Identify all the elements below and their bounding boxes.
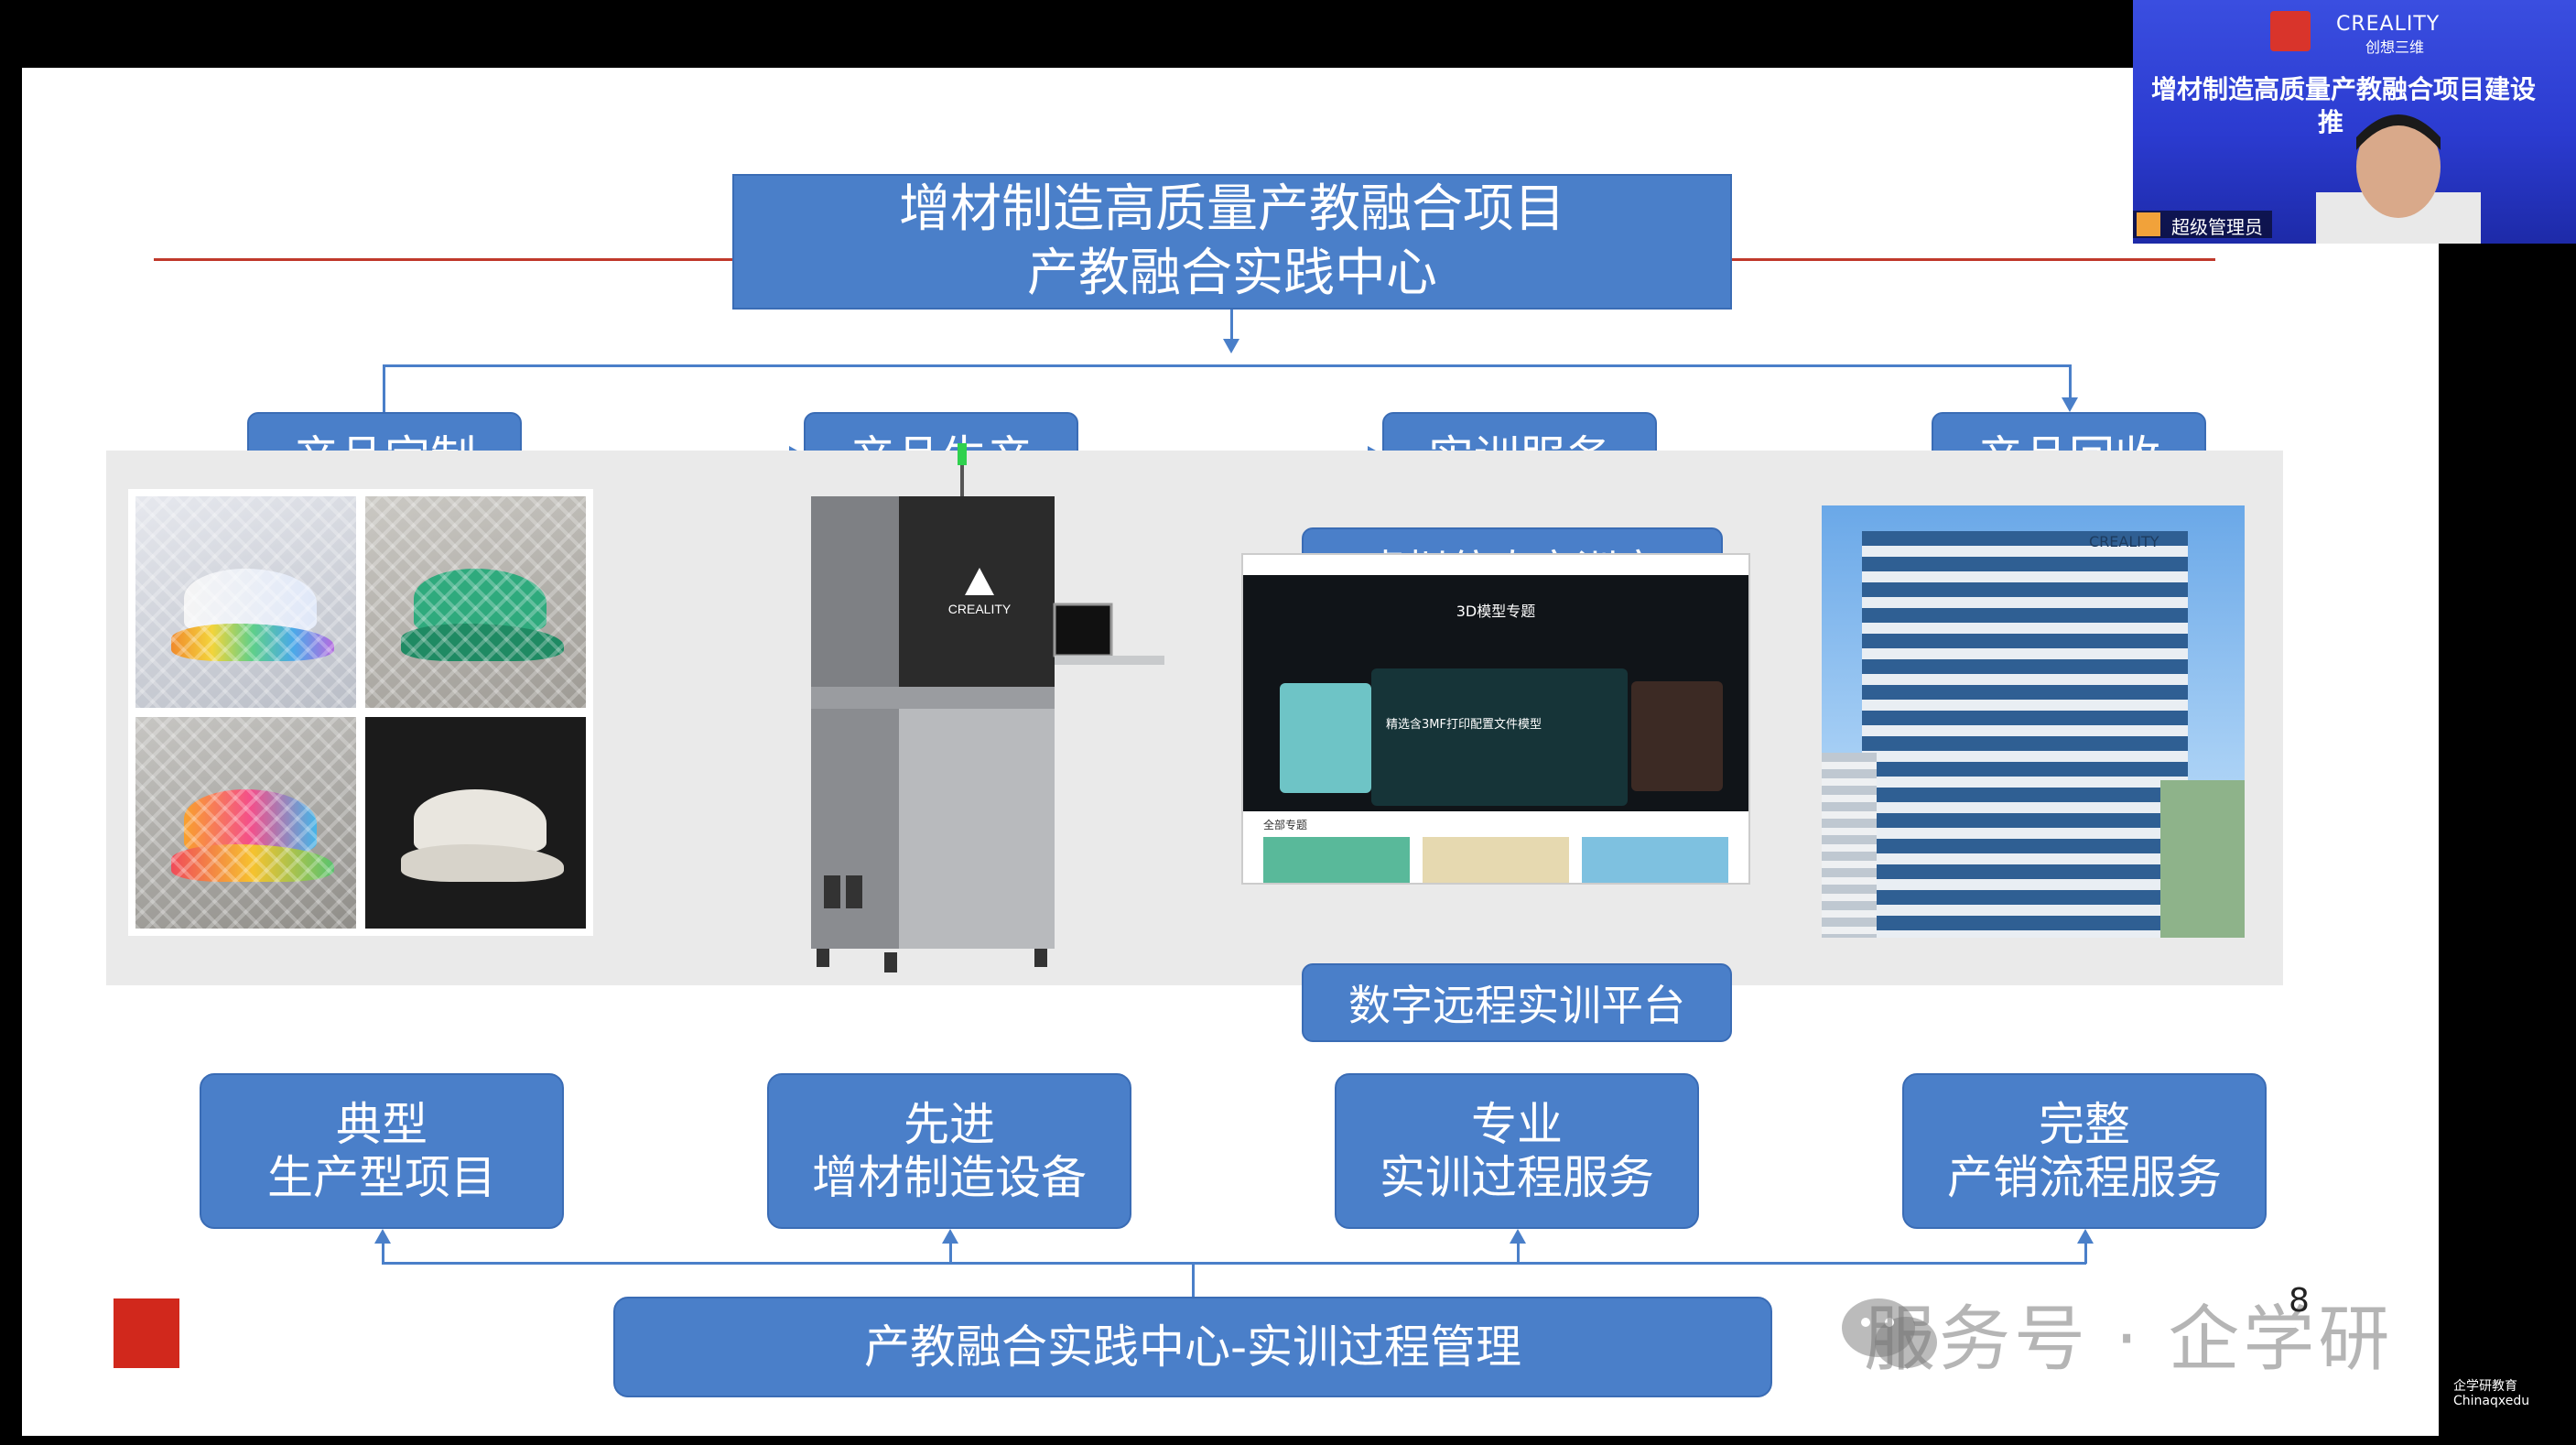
header-rule-left xyxy=(154,258,758,261)
connector-stage1-up xyxy=(383,364,385,412)
watermark-text: 服务号 · 企学研 xyxy=(1864,1298,2394,1381)
model-platform-screenshot: 3D模型专题 精选含3MF打印配置文件模型 全部专题 xyxy=(1241,553,1750,885)
feature-line1: 完整 xyxy=(2039,1098,2130,1151)
training-management-text: 产教融合实践中心-实训过程管理 xyxy=(863,1320,1522,1374)
presenter-avatar xyxy=(2316,114,2481,244)
arrow-down-stage4 xyxy=(2062,397,2078,412)
arrow-up-feature4 xyxy=(2077,1229,2094,1244)
video-title-line2: 推 xyxy=(2318,107,2344,137)
machine-brand-text: CREALITY xyxy=(948,602,1012,616)
connector-feature2 xyxy=(949,1242,952,1264)
slide-title-line2: 产教融合实践中心 xyxy=(1027,244,1437,303)
shoe-white xyxy=(365,717,586,929)
connector-bottom-center xyxy=(1192,1262,1195,1298)
feature-line1: 先进 xyxy=(904,1098,995,1151)
wechat-icon xyxy=(1842,1298,1937,1368)
feature-line2: 增材制造设备 xyxy=(812,1151,1087,1204)
shoe-rainbow xyxy=(135,496,356,708)
feature-line2: 生产型项目 xyxy=(267,1151,496,1204)
video-brand: CREALITY xyxy=(2336,13,2441,36)
connector-bottom-bus xyxy=(382,1262,2086,1265)
arrow-up-feature1 xyxy=(374,1229,391,1244)
remote-training-platform-label: 数字远程实训平台 xyxy=(1302,963,1732,1042)
connector-header-down xyxy=(1230,310,1233,341)
brand-logo-icon xyxy=(2270,11,2311,51)
feature-line2: 产销流程服务 xyxy=(1947,1151,2222,1204)
connector-feature3 xyxy=(1517,1242,1520,1264)
connector-stage-bus xyxy=(383,364,2071,367)
all-topics: 全部专题 xyxy=(1263,819,1308,831)
printed-shoes-image xyxy=(128,489,593,936)
connector-stage4-down xyxy=(2069,364,2072,399)
header-rule-right xyxy=(1730,258,2215,261)
feature-typical-projects: 典型 生产型项目 xyxy=(200,1073,564,1229)
feature-advanced-equipment: 先进 增材制造设备 xyxy=(767,1073,1131,1229)
presenter-video-overlay[interactable]: CREALITY 创想三维 增材制造高质量产教融合项目建设 推 超级管理员 xyxy=(2133,0,2576,244)
company-building-image: CREALITY xyxy=(1822,505,2245,938)
feature-professional-training: 专业 实训过程服务 xyxy=(1335,1073,1699,1229)
video-title: 增材制造高质量产教融合项目建设 xyxy=(2151,74,2537,104)
banner-text: 精选含3MF打印配置文件模型 xyxy=(1386,718,1542,732)
video-brand-sub: 创想三维 xyxy=(2365,38,2425,56)
training-management-bar: 产教融合实践中心-实训过程管理 xyxy=(613,1297,1772,1397)
building-brand-text: CREALITY xyxy=(2089,533,2159,550)
corner-logo-line1: 企学研教育 xyxy=(2453,1379,2517,1394)
topic-title: 3D模型专题 xyxy=(1456,603,1536,620)
slide-title-line1: 增材制造高质量产教融合项目 xyxy=(899,179,1565,239)
corner-logo: 企学研教育 Chinaqxedu xyxy=(2453,1379,2529,1408)
page-number: 8 xyxy=(2289,1282,2310,1320)
3d-printer-machine-image: CREALITY xyxy=(811,443,1164,972)
slide-title: 增材制造高质量产教融合项目 产教融合实践中心 xyxy=(732,174,1732,310)
feature-line1: 专业 xyxy=(1471,1098,1563,1151)
arrow-up-feature2 xyxy=(942,1229,958,1244)
feature-complete-sales-service: 完整 产销流程服务 xyxy=(1902,1073,2267,1229)
feature-line2: 实训过程服务 xyxy=(1380,1151,1654,1204)
connector-feature1 xyxy=(382,1242,384,1264)
arrow-up-feature3 xyxy=(1510,1229,1526,1244)
feature-line1: 典型 xyxy=(336,1098,428,1151)
corner-logo-line2: Chinaqxedu xyxy=(2453,1394,2530,1408)
remote-platform-text: 数字远程实训平台 xyxy=(1348,981,1685,1030)
slide-corner-marker xyxy=(114,1298,179,1368)
shoe-green xyxy=(365,496,586,708)
arrow-down-header xyxy=(1223,339,1239,353)
shoe-multicolor xyxy=(135,717,356,929)
user-icon xyxy=(2137,212,2160,236)
connector-feature4 xyxy=(2084,1242,2087,1264)
